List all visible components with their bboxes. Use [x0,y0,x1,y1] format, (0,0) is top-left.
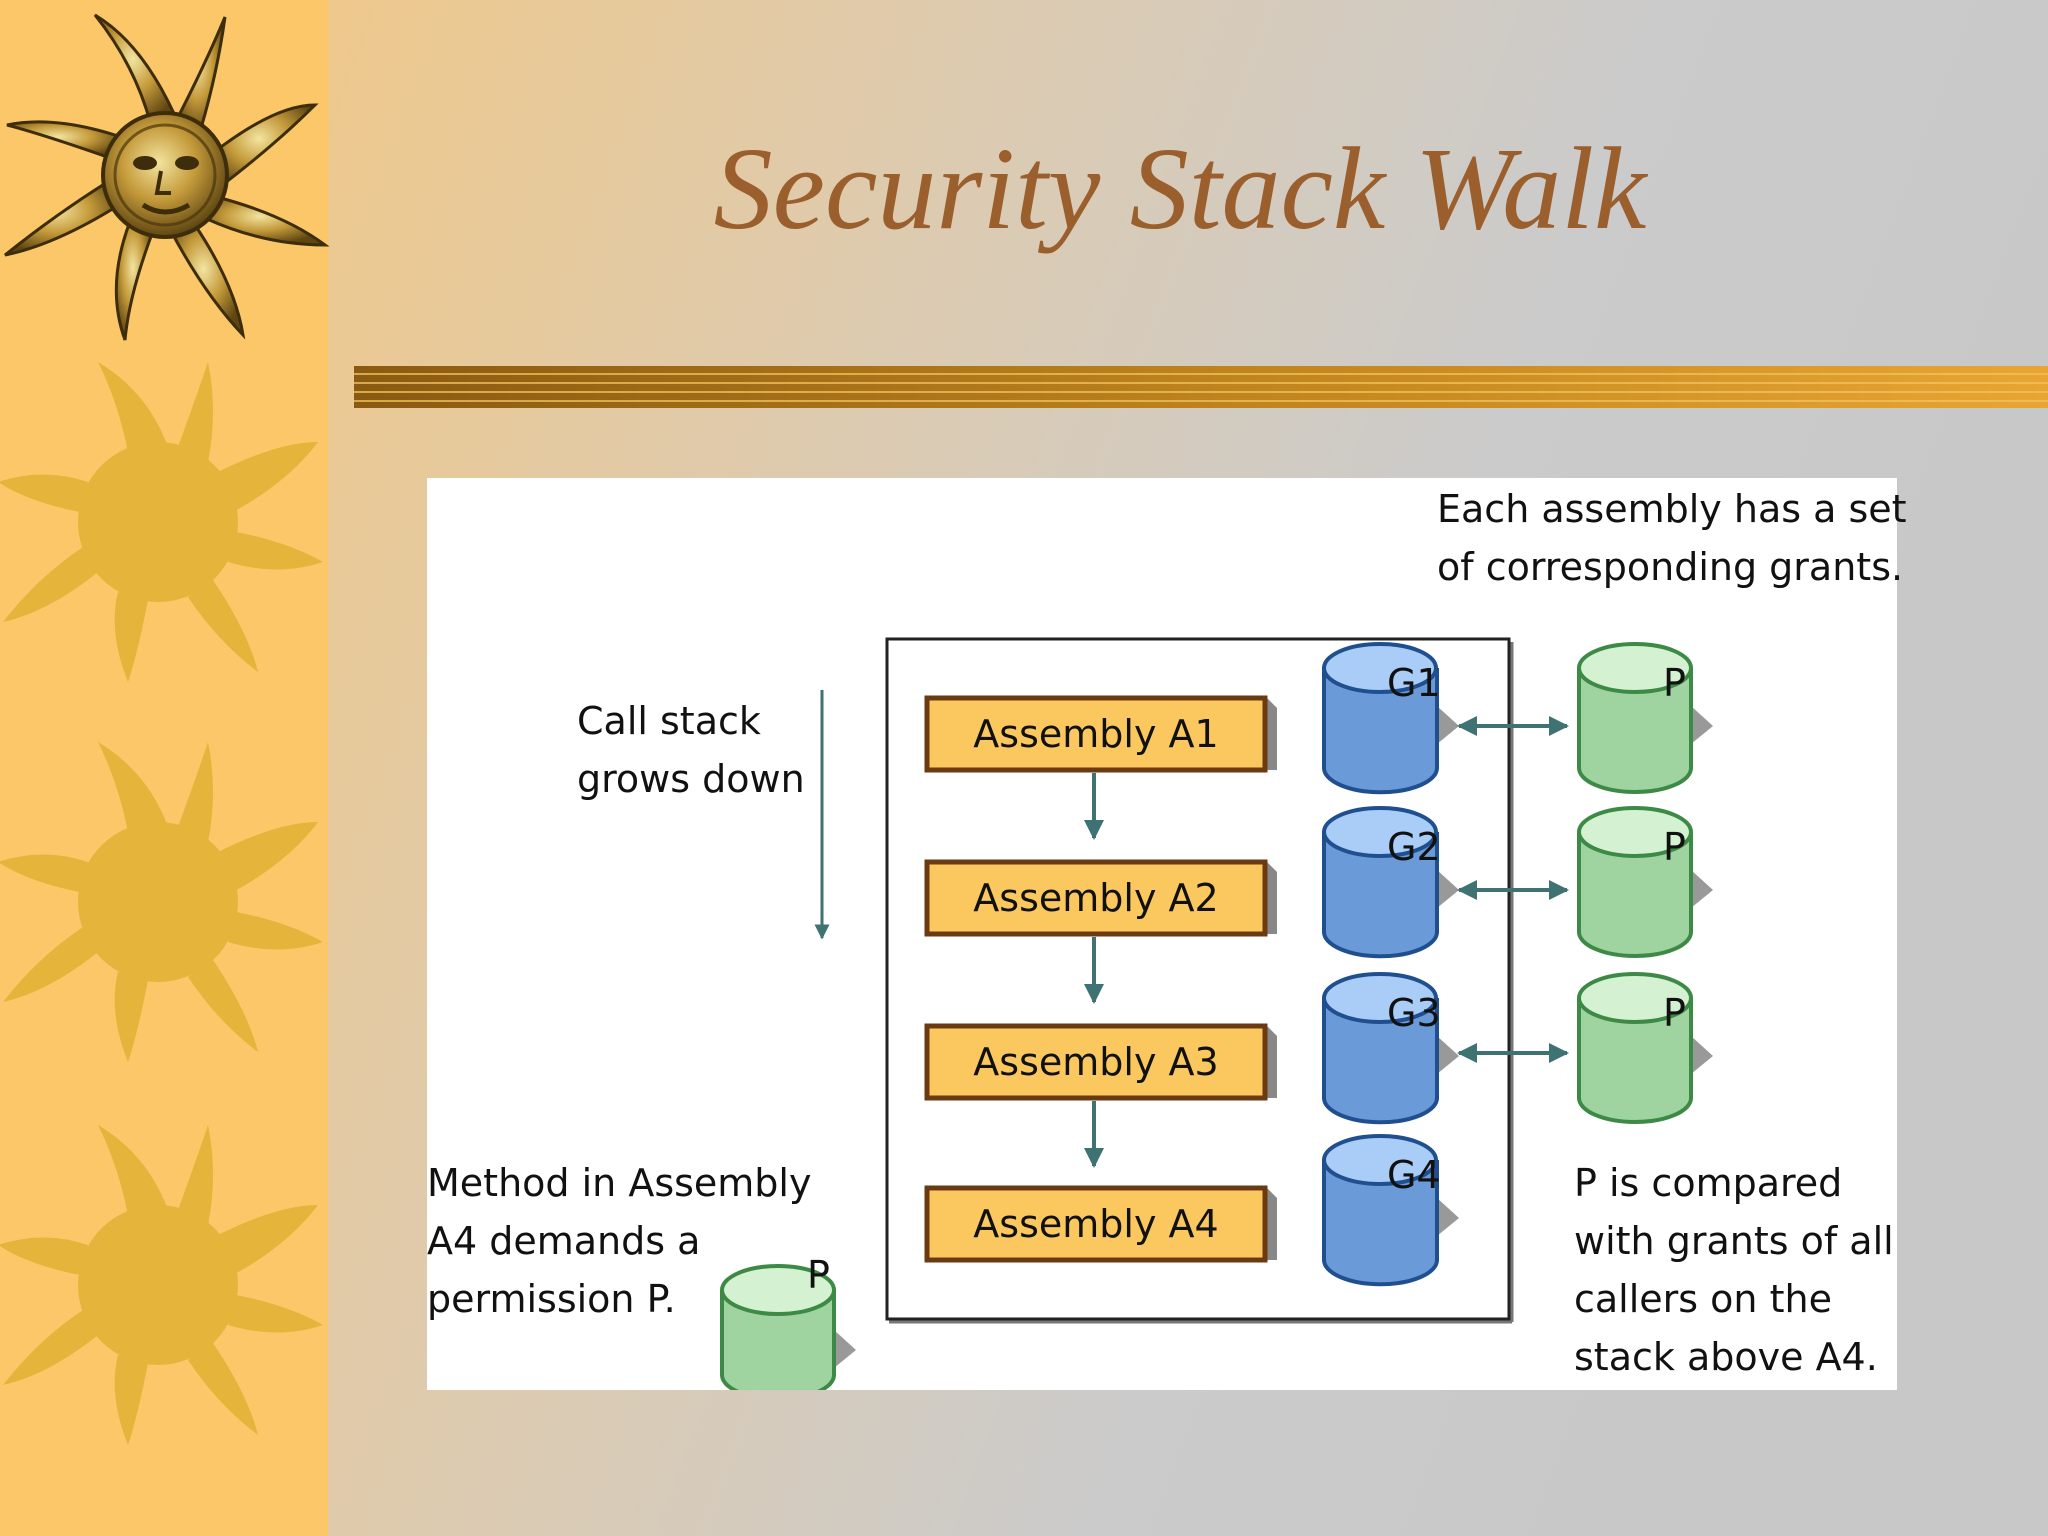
call-stack-note-line: grows down [577,757,805,801]
grant-label-g2: G2 [1387,825,1441,869]
compare-note-line: stack above A4. [1574,1335,1878,1379]
grants-note-line: Each assembly has a set [1437,487,1907,531]
assembly-box-a4 [924,1185,1277,1263]
call-stack-note: Call stack grows down [577,692,805,808]
sun-silhouette-icon [0,362,323,682]
assembly-label-a3: Assembly A3 [973,1040,1219,1084]
sun-ornament-icon [4,13,330,341]
demand-note-line: Method in Assembly [427,1161,812,1205]
demanded-permission-label: P [807,1253,830,1297]
compare-note: P is compared with grants of all callers… [1574,1154,1894,1386]
grant-label-g4: G4 [1387,1153,1441,1197]
compare-note-line: P is compared [1574,1161,1843,1205]
assembly-box-a2 [924,859,1277,937]
permission-cylinder [1577,642,1713,794]
assembly-label-a1: Assembly A1 [973,712,1219,756]
grants-note-line: of corresponding grants. [1437,545,1904,589]
permission-label: P [1663,991,1686,1035]
demand-note-line: A4 demands a [427,1219,701,1263]
assembly-box-a1 [924,695,1277,773]
permission-label: P [1663,825,1686,869]
grants-note: Each assembly has a set of corresponding… [1437,480,1907,596]
slide-title: Security Stack Walk [713,123,1647,254]
assembly-box-a3 [924,1023,1277,1101]
compare-note-line: callers on the [1574,1277,1832,1321]
sun-silhouette-icon [0,742,323,1062]
demand-note: Method in Assembly A4 demands a permissi… [427,1154,811,1328]
grant-cylinder-g3 [1322,972,1459,1125]
grant-label-g1: G1 [1387,661,1441,705]
grant-cylinder-g4 [1322,1134,1459,1287]
permission-cylinder [1577,806,1713,958]
permission-cylinder [1577,972,1713,1124]
demand-note-line: permission P. [427,1277,676,1321]
grant-cylinder-g1 [1322,642,1459,795]
sun-silhouette-icon [0,1125,323,1445]
assembly-label-a2: Assembly A2 [973,876,1219,920]
demanded-permission-cylinder [720,1264,856,1390]
compare-note-line: with grants of all [1574,1219,1894,1263]
assembly-label-a4: Assembly A4 [973,1202,1219,1246]
diagram-panel: Each assembly has a set of corresponding… [427,478,1907,1390]
call-stack-note-line: Call stack [577,699,761,743]
grant-label-g3: G3 [1387,991,1441,1035]
permission-label: P [1663,661,1686,705]
call-stack-frame [885,637,1511,1321]
diagram-graphics [720,637,1713,1390]
grant-cylinder-g2 [1322,806,1459,959]
